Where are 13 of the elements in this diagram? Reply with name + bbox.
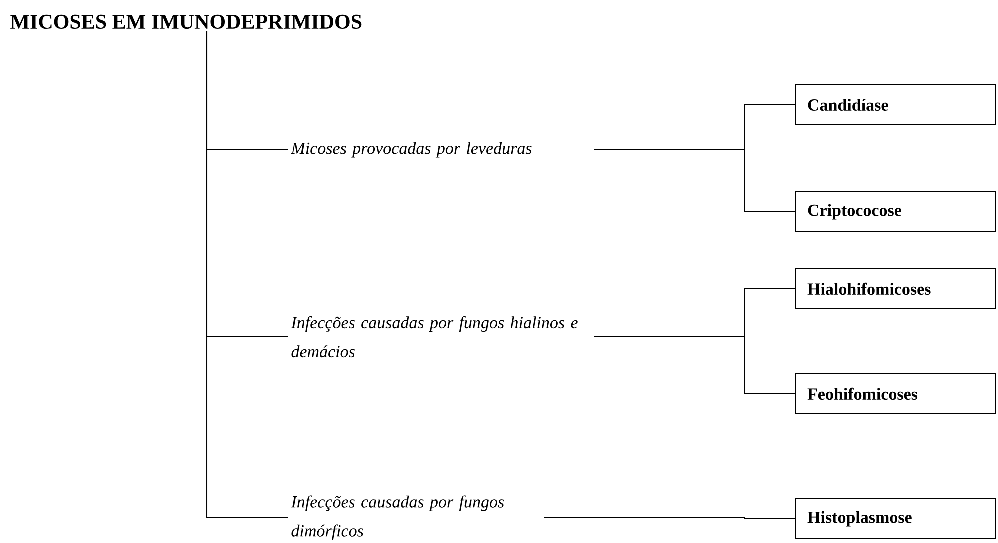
disease-box: Feohifomicoses — [795, 374, 996, 414]
disease-box: Candidíase — [795, 84, 996, 126]
connector-line — [594, 150, 796, 212]
disease-box: Hialohifomicoses — [795, 268, 996, 310]
category-text: Infecções causadas por fungos dimórficos — [291, 496, 504, 540]
category-text: Micoses provocadas por leveduras — [291, 142, 532, 158]
category-text: Infecções causadas por fungos hialinos e demácios — [291, 316, 578, 358]
disease-box: Histoplasmose — [795, 498, 996, 540]
connector-line — [544, 518, 796, 520]
connector-line — [594, 336, 796, 394]
title-text: MICOSES EM IMUNODEPRIMIDOS — [10, 14, 362, 30]
connector-line — [206, 30, 288, 518]
disease-box: Criptococose — [795, 192, 996, 232]
